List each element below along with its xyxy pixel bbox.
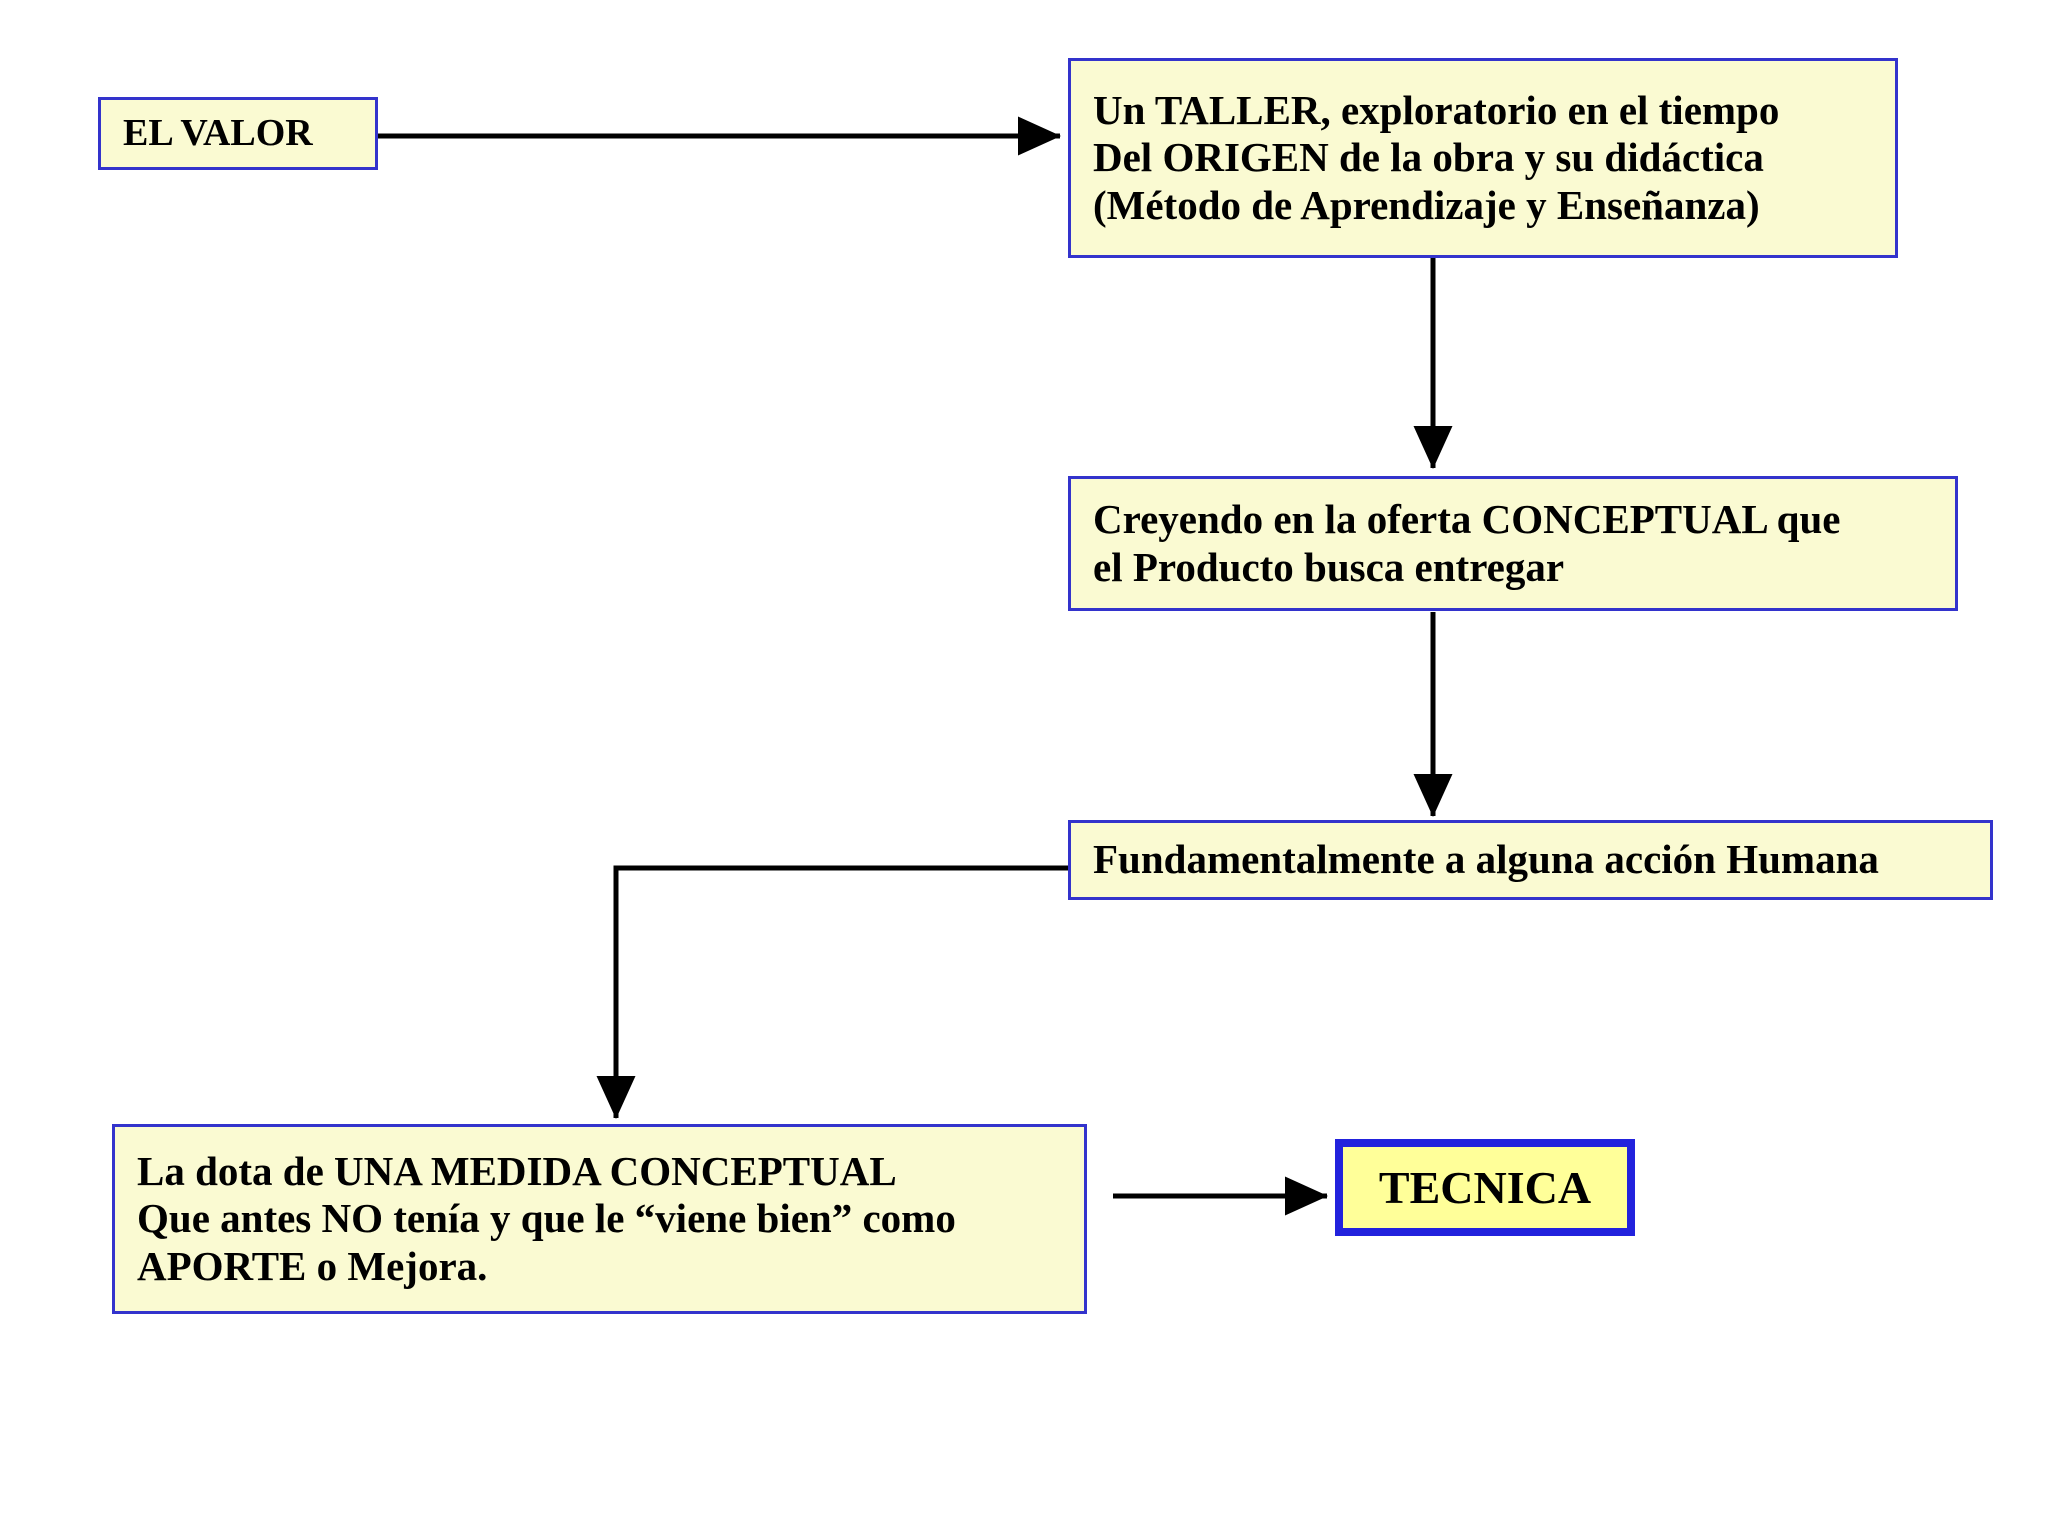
node-tecnica-line-1: TECNICA xyxy=(1378,1161,1592,1213)
node-dota[interactable]: La dota de UNA MEDIDA CONCEPTUAL Que ant… xyxy=(112,1124,1087,1314)
node-el-valor[interactable]: EL VALOR xyxy=(98,97,378,170)
node-taller-line-3: (Método de Aprendizaje y Enseñanza) xyxy=(1093,181,1760,228)
node-creyendo-line-1: Creyendo en la oferta CONCEPTUAL que xyxy=(1093,495,1841,542)
node-fundamental[interactable]: Fundamentalmente a alguna acción Humana xyxy=(1068,820,1993,900)
node-dota-line-3: APORTE o Mejora. xyxy=(137,1242,488,1289)
node-creyendo[interactable]: Creyendo en la oferta CONCEPTUAL que el … xyxy=(1068,476,1958,611)
node-creyendo-line-2: el Producto busca entregar xyxy=(1093,543,1565,590)
node-el-valor-line-1: EL VALOR xyxy=(123,112,313,155)
node-fundamental-line-1: Fundamentalmente a alguna acción Humana xyxy=(1093,836,1879,883)
node-taller-line-1: Un TALLER, exploratorio en el tiempo xyxy=(1093,86,1780,133)
edge-fundamental-to-dota xyxy=(596,865,1068,1120)
node-taller[interactable]: Un TALLER, exploratorio en el tiempo Del… xyxy=(1068,58,1898,258)
node-dota-line-2: Que antes NO tenía y que le “viene bien”… xyxy=(137,1195,956,1242)
node-tecnica[interactable]: TECNICA xyxy=(1335,1139,1635,1236)
node-taller-line-2: Del ORIGEN de la obra y su didáctica xyxy=(1093,134,1764,181)
node-dota-line-1: La dota de UNA MEDIDA CONCEPTUAL xyxy=(137,1147,897,1194)
